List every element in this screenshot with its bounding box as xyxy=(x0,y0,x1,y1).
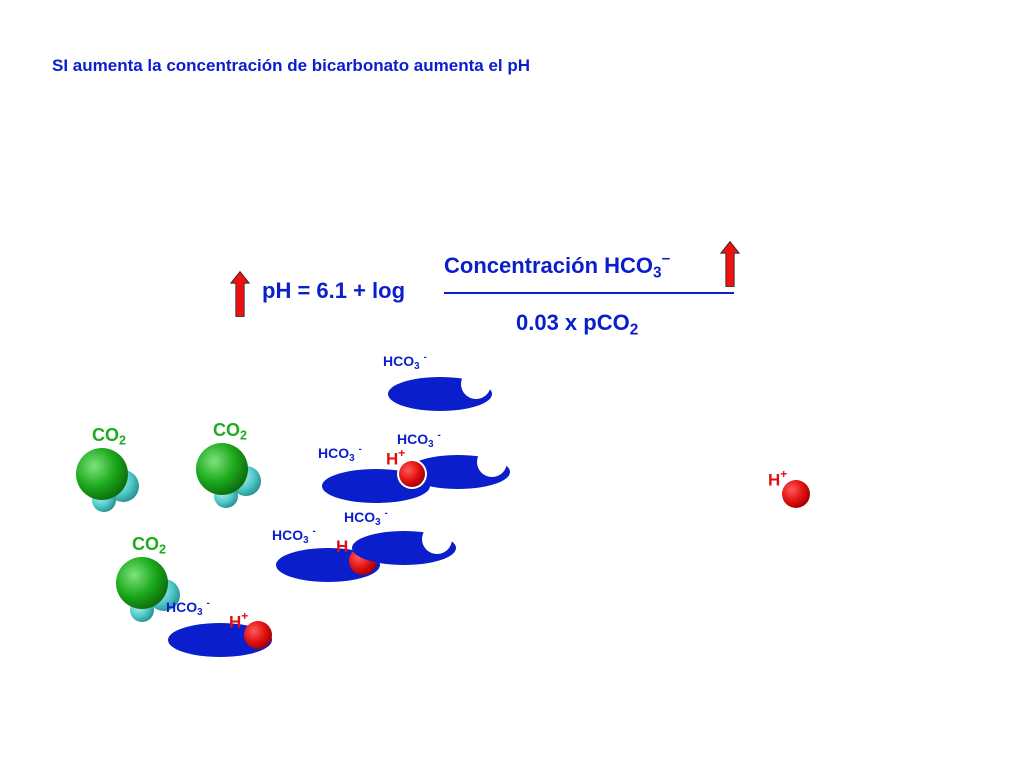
bicarbonate-molecule-right xyxy=(406,447,510,489)
co2-sub: 2 xyxy=(119,433,127,448)
hco3-label-2: HCO3 - xyxy=(397,430,441,450)
equation-denominator: 0.03 x pCO2 xyxy=(516,310,638,340)
hco3-text: HCO xyxy=(397,431,429,448)
h-sup: + xyxy=(780,467,788,481)
hco3-text: HCO xyxy=(166,599,198,616)
co2-text: CO xyxy=(132,534,159,554)
hco3-sup: - xyxy=(358,444,362,455)
h-ion-label-3: H+ xyxy=(229,609,248,633)
numerator-sup: – xyxy=(661,250,671,267)
hco3-label-1: HCO3 - xyxy=(383,352,427,372)
equation-lhs: pH = 6.1 + log xyxy=(262,278,406,303)
bicarbonate-molecule-mid-right xyxy=(352,524,456,565)
hco3-label-3: HCO3 - xyxy=(318,444,362,464)
h-text: H xyxy=(768,470,781,490)
hco3-sub: 3 xyxy=(414,360,420,372)
hco3-sup: - xyxy=(312,526,316,537)
free-h-ion xyxy=(782,480,810,508)
hco3-sub: 3 xyxy=(375,516,381,528)
h-sup: + xyxy=(241,609,249,623)
h-ion-on-bicarbonate-left xyxy=(397,459,427,489)
h-text: H xyxy=(229,612,242,632)
h-sup: + xyxy=(398,446,406,460)
co2-molecule-2 xyxy=(196,443,261,508)
hco3-label-5: HCO3 - xyxy=(272,526,316,546)
h-ion-label-2: H xyxy=(336,537,348,557)
co2-label-2: CO2 xyxy=(213,420,247,443)
bicarbonate-up-arrow-icon xyxy=(720,240,740,287)
numerator-sub: 3 xyxy=(653,264,662,282)
hco3-text: HCO xyxy=(318,445,350,462)
co2-label-3: CO2 xyxy=(132,534,166,557)
co2-sub: 2 xyxy=(159,542,167,557)
h-ion-label-1: H+ xyxy=(386,446,405,470)
h-text: H xyxy=(386,449,399,469)
co2-text: CO xyxy=(213,420,240,440)
co2-text: CO xyxy=(92,425,119,445)
hco3-text: HCO xyxy=(272,527,304,544)
co2-sub: 2 xyxy=(240,428,248,443)
free-h-ion-label: H+ xyxy=(768,467,787,491)
hco3-text: HCO xyxy=(344,509,376,526)
hco3-sup: - xyxy=(423,352,427,363)
hco3-sub: 3 xyxy=(349,452,355,464)
co2-molecule-1 xyxy=(76,448,139,512)
bicarbonate-molecule-bottom xyxy=(168,621,272,657)
hco3-sub: 3 xyxy=(303,534,309,546)
numerator-text: Concentración HCO xyxy=(444,252,654,278)
ph-up-arrow-icon xyxy=(230,270,250,317)
denominator-sub: 2 xyxy=(629,321,639,339)
hco3-text: HCO xyxy=(383,353,415,370)
bicarbonate-molecule-top xyxy=(388,369,492,411)
hco3-sup: - xyxy=(437,430,441,441)
hco3-sup: - xyxy=(384,508,388,519)
hco3-label-4: HCO3 - xyxy=(344,508,388,528)
co2-label-1: CO2 xyxy=(92,425,126,448)
fraction-line xyxy=(444,292,734,294)
hco3-label-6: HCO3 - xyxy=(166,598,210,618)
slide-title: SI aumenta la concentración de bicarbona… xyxy=(52,56,531,75)
denominator-text: 0.03 x pCO xyxy=(516,310,630,335)
h-text: H xyxy=(336,537,349,556)
equation-numerator: Concentración HCO3– xyxy=(444,250,670,282)
hco3-sub: 3 xyxy=(428,438,434,450)
hco3-sup: - xyxy=(206,598,210,609)
co2-molecule-3 xyxy=(116,557,180,622)
hco3-sub: 3 xyxy=(197,606,203,618)
